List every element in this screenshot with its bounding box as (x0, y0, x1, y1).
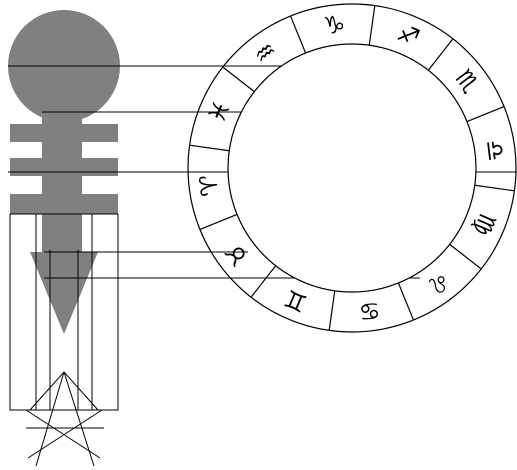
arrowhead (30, 252, 98, 334)
spine (42, 112, 82, 252)
neck (52, 104, 76, 124)
leo-glyph: ♌ (422, 265, 456, 300)
ring-inner-circle (228, 44, 476, 292)
ring-divider (475, 185, 515, 191)
ring-divider (428, 39, 453, 71)
ring-divider (398, 283, 413, 320)
gemini-glyph: ♊ (280, 283, 311, 317)
star-point (30, 372, 98, 410)
ring-divider (223, 67, 255, 92)
ring-divider (251, 266, 276, 298)
capricorn-glyph: ♑ (322, 10, 347, 40)
pisces-glyph: ♓ (202, 96, 236, 127)
ring-divider (291, 16, 306, 53)
aquarius-glyph: ♒ (248, 35, 282, 70)
zodiac-ring (188, 4, 516, 332)
scorpio-glyph: ♏ (449, 64, 484, 98)
sagittarius-glyph: ♐ (393, 18, 424, 52)
star-leg-2 (64, 372, 94, 466)
libra-glyph: ♎ (480, 138, 510, 163)
ring-divider (450, 244, 482, 269)
virgo-glyph: ♍ (467, 209, 501, 240)
star-cross-2 (28, 410, 102, 458)
taurus-glyph: ♉ (219, 238, 254, 272)
ring-divider (200, 214, 237, 229)
ring-divider (190, 145, 230, 151)
ring-divider (467, 107, 504, 122)
ring-divider (369, 6, 375, 46)
aries-glyph: ♈ (194, 173, 224, 198)
cancer-glyph: ♋ (357, 296, 382, 326)
ring-divider (329, 291, 335, 331)
